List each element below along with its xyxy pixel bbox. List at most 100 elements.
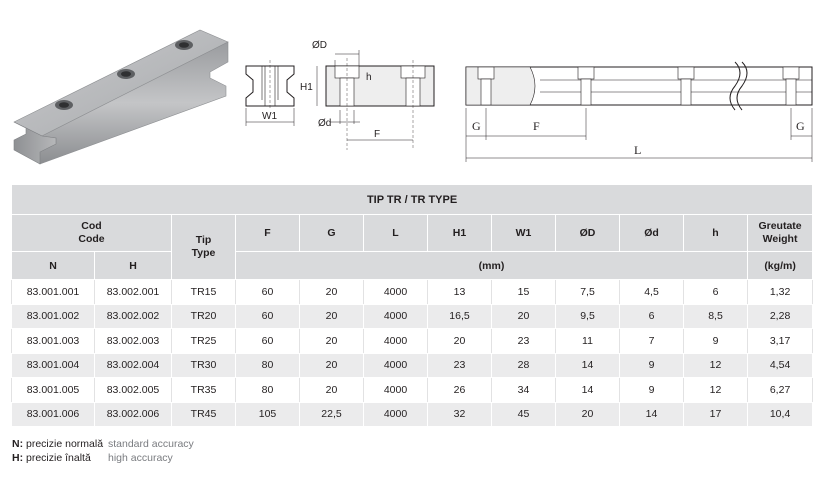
cell-h1: 32 — [427, 401, 492, 427]
header-h-accuracy: H — [94, 251, 172, 280]
cell-l: 4000 — [363, 328, 428, 354]
cell-g: 22,5 — [299, 401, 364, 427]
cell-w1: 45 — [491, 401, 556, 427]
cell-odd: 7 — [619, 328, 684, 354]
cell-l: 4000 — [363, 352, 428, 378]
cell-odd: 4,5 — [619, 279, 684, 305]
label-f-long: F — [533, 119, 540, 133]
cell-h1: 16,5 — [427, 303, 492, 329]
cell-type: TR30 — [171, 352, 236, 378]
header-od-small: Ød — [619, 214, 684, 252]
cell-w1: 20 — [491, 303, 556, 329]
legend-row-n: N: precizie normală standard accuracy — [12, 438, 194, 450]
cell-f: 105 — [235, 401, 300, 427]
label-w1: W1 — [262, 111, 277, 122]
cell-l: 4000 — [363, 377, 428, 403]
header-unit-mm: (mm) — [235, 251, 748, 280]
cell-hh: 8,5 — [683, 303, 748, 329]
cell-g: 20 — [299, 377, 364, 403]
cell-type: TR20 — [171, 303, 236, 329]
cell-n: 83.001.002 — [11, 303, 95, 329]
cell-g: 20 — [299, 328, 364, 354]
cell-f: 60 — [235, 279, 300, 305]
cell-l: 4000 — [363, 401, 428, 427]
label-g-right: G — [796, 119, 805, 133]
cell-w: 10,4 — [746, 401, 814, 427]
cell-l: 4000 — [363, 303, 428, 329]
cell-h: 83.002.006 — [94, 401, 172, 427]
cell-od: 14 — [555, 377, 620, 403]
cell-odd: 14 — [619, 401, 684, 427]
label-l: L — [634, 143, 641, 157]
cell-n: 83.001.003 — [11, 328, 95, 354]
cell-f: 80 — [235, 352, 300, 378]
cell-od: 14 — [555, 352, 620, 378]
cell-odd: 9 — [619, 377, 684, 403]
cell-type: TR35 — [171, 377, 236, 403]
cell-h: 83.002.001 — [94, 279, 172, 305]
header-f: F — [235, 214, 300, 252]
cell-type: TR45 — [171, 401, 236, 427]
label-od-big: ØD — [312, 40, 327, 51]
cell-n: 83.001.005 — [11, 377, 95, 403]
cell-od: 9,5 — [555, 303, 620, 329]
cell-hh: 12 — [683, 377, 748, 403]
cell-hh: 17 — [683, 401, 748, 427]
cell-g: 20 — [299, 303, 364, 329]
legend-row-h: H: precizie înaltă high accuracy — [12, 452, 173, 464]
cell-hh: 12 — [683, 352, 748, 378]
cell-w1: 28 — [491, 352, 556, 378]
cell-f: 80 — [235, 377, 300, 403]
cell-h1: 20 — [427, 328, 492, 354]
cell-type: TR15 — [171, 279, 236, 305]
cell-hh: 6 — [683, 279, 748, 305]
rail-length-drawing: G F G L — [465, 61, 813, 162]
cell-w1: 15 — [491, 279, 556, 305]
cell-w1: 34 — [491, 377, 556, 403]
cell-w: 3,17 — [746, 328, 814, 354]
cell-h1: 23 — [427, 352, 492, 378]
header-w1: W1 — [491, 214, 556, 252]
cell-w: 4,54 — [746, 352, 814, 378]
cell-h1: 26 — [427, 377, 492, 403]
cell-odd: 6 — [619, 303, 684, 329]
cell-w1: 23 — [491, 328, 556, 354]
cell-odd: 9 — [619, 352, 684, 378]
cell-g: 20 — [299, 352, 364, 378]
header-od-big: ØD — [555, 214, 620, 252]
label-h1: H1 — [300, 82, 313, 93]
label-g-left: G — [472, 119, 481, 133]
cell-f: 60 — [235, 303, 300, 329]
cell-od: 20 — [555, 401, 620, 427]
rail-profile-drawing: W1 ØD H1 h Ød F — [245, 40, 435, 150]
header-l: L — [363, 214, 428, 252]
cell-w: 1,32 — [746, 279, 814, 305]
cell-od: 7,5 — [555, 279, 620, 305]
header-h1: H1 — [427, 214, 492, 252]
header-h: h — [683, 214, 748, 252]
table-title: TIP TR / TR TYPE — [10, 184, 814, 215]
cell-n: 83.001.001 — [11, 279, 95, 305]
cell-l: 4000 — [363, 279, 428, 305]
cell-n: 83.001.004 — [11, 352, 95, 378]
technical-drawings: W1 ØD H1 h Ød F — [0, 0, 820, 180]
cell-h: 83.002.004 — [94, 352, 172, 378]
accuracy-legend: N: precizie normală standard accuracy H:… — [12, 437, 194, 465]
cell-type: TR25 — [171, 328, 236, 354]
header-n: N — [11, 251, 95, 280]
header-g: G — [299, 214, 364, 252]
label-od-small: Ød — [318, 118, 331, 129]
cell-w: 2,28 — [746, 303, 814, 329]
cell-h: 83.002.002 — [94, 303, 172, 329]
cell-h: 83.002.003 — [94, 328, 172, 354]
cell-h1: 13 — [427, 279, 492, 305]
svg-text:h: h — [366, 72, 372, 83]
cell-f: 60 — [235, 328, 300, 354]
